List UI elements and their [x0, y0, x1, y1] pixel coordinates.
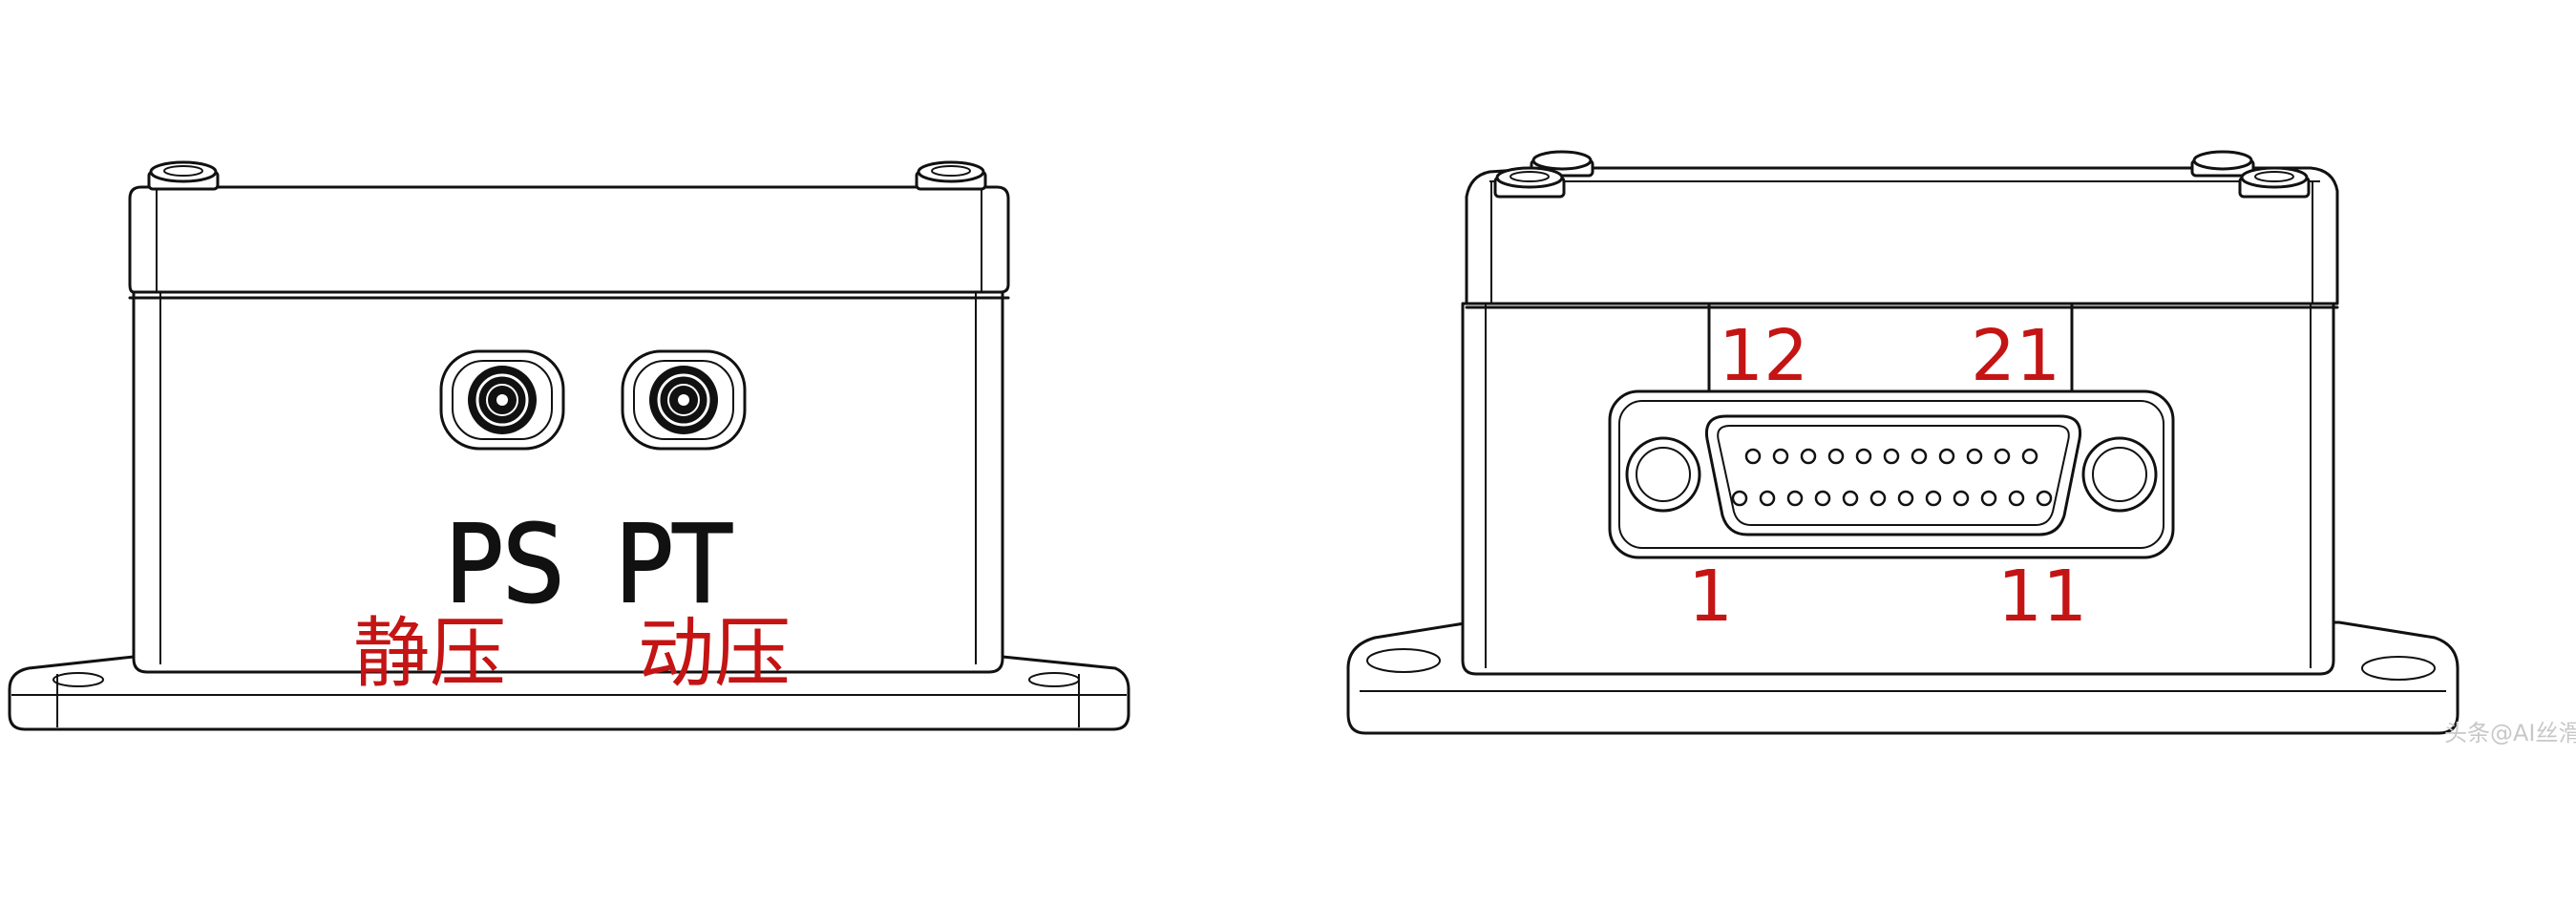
left-flange-hole-left [53, 672, 104, 687]
right-screw-front-right [2238, 166, 2311, 199]
left-flange-hole-right [1028, 672, 1080, 687]
connector-pin [1897, 490, 1914, 507]
pin-11-label: 11 [1997, 556, 2087, 638]
connector-pin [1938, 448, 1955, 465]
connector-pin [1772, 448, 1789, 465]
db25-connector-icon [1608, 389, 2175, 559]
connector-pin [1953, 490, 1970, 507]
dynamic-pressure-caption: 动压 [638, 609, 791, 698]
right-lid [1465, 166, 2339, 305]
left-lid [128, 185, 1010, 294]
pin-12-label: 12 [1719, 315, 1808, 397]
connector-pin [2008, 490, 2025, 507]
right-screw-back-right [2190, 150, 2255, 178]
connector-pin [1925, 490, 1942, 507]
connector-pin [1994, 448, 2011, 465]
watermark-text: 头条@AI丝滑 [2444, 720, 2576, 746]
connector-pin-field [1704, 414, 2082, 536]
connector-pin [2021, 448, 2038, 465]
connector-pin [2036, 490, 2053, 507]
connector-pin [1814, 490, 1831, 507]
connector-pin [1842, 490, 1859, 507]
pt-port-icon [621, 349, 747, 451]
connector-pin [1911, 448, 1928, 465]
connector-pin [1731, 490, 1748, 507]
connector-pins [1731, 448, 2053, 507]
connector-pin [1980, 490, 1997, 507]
connector-pin [1786, 490, 1804, 507]
connector-pin [1827, 448, 1845, 465]
right-flange-hole-right [2361, 656, 2436, 681]
connector-pin [1883, 448, 1900, 465]
right-screw-front-left [1493, 166, 1566, 199]
connector-pin [1869, 490, 1887, 507]
connector-pin [1800, 448, 1817, 465]
left-mounting-flange [8, 655, 1130, 731]
left-screw-left [147, 160, 220, 191]
connector-pin [1759, 490, 1776, 507]
ps-port-label: PS [445, 503, 564, 627]
ps-port-icon [439, 349, 565, 451]
connector-pin [1855, 448, 1872, 465]
pin-1-label: 1 [1688, 556, 1733, 638]
pt-port-label: PT [615, 503, 732, 627]
connector-screw-left-icon [1625, 436, 1701, 513]
static-pressure-caption: 静压 [353, 609, 506, 698]
left-device-front-view: PS PT 静压 动压 [8, 160, 1130, 731]
connector-pin [1966, 448, 1983, 465]
right-recess-left [1484, 302, 1711, 393]
left-body [132, 289, 1004, 674]
right-flange-hole-left [1366, 648, 1441, 673]
right-recess-right [2070, 302, 2312, 393]
pin-21-label: 21 [1971, 315, 2060, 397]
connector-screw-right-icon [2081, 436, 2158, 513]
left-screw-right [915, 160, 987, 191]
connector-pin [1744, 448, 1762, 465]
right-device-rear-view: 12 21 1 11 [1346, 150, 2460, 735]
